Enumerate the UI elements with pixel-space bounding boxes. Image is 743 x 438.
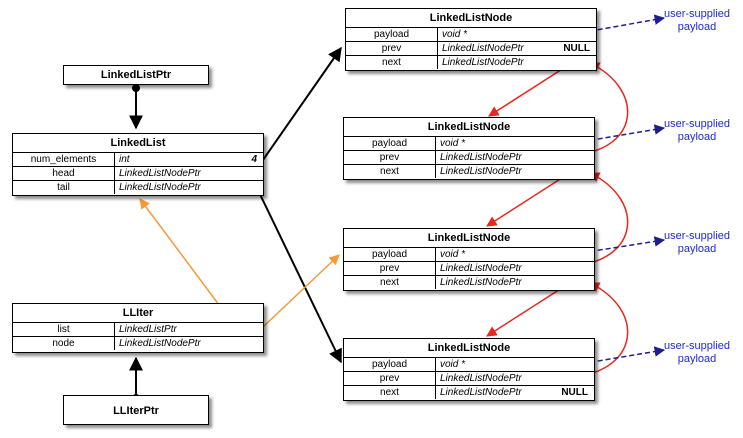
next-arrow <box>486 175 566 227</box>
field-row-prev: prev LinkedListNodePtr <box>344 150 594 164</box>
field-row-next: next LinkedListNodePtr <box>346 55 596 69</box>
field-name: num_elements <box>13 153 115 166</box>
linked-list-ptr-box: LinkedListPtr <box>63 65 209 85</box>
payload-label: user-supplied payload <box>663 8 731 33</box>
field-name: payload <box>344 358 436 371</box>
pointer-dot <box>132 84 140 92</box>
lliter-box: LLIter list LinkedListPtr node LinkedLis… <box>12 303 264 353</box>
field-type: LinkedListNodePtr <box>440 373 522 384</box>
field-row-payload: payload void * <box>344 247 594 261</box>
field-type: void * <box>440 359 466 370</box>
field-row-head: head LinkedListNodePtr <box>13 166 263 180</box>
next-arrow <box>488 65 568 117</box>
box-title: LinkedListNode <box>427 342 511 354</box>
field-type: LinkedListNodePtr <box>440 263 522 274</box>
payload-label: user-supplied payload <box>663 340 731 365</box>
field-name: next <box>344 386 436 399</box>
field-name: prev <box>344 151 436 164</box>
field-type: void * <box>442 29 468 40</box>
field-row-next: next LinkedListNodePtr <box>344 275 594 289</box>
field-value: 4 <box>251 154 257 165</box>
box-title: LinkedListNode <box>427 232 511 244</box>
field-row-node: node LinkedListNodePtr <box>13 336 263 350</box>
field-type: LinkedListPtr <box>119 324 177 335</box>
field-name: next <box>346 56 438 69</box>
field-name: prev <box>344 262 436 275</box>
null-value: NULL <box>561 387 588 398</box>
payload-arrow <box>573 346 666 366</box>
box-title: LLIter <box>122 307 154 319</box>
field-type: LinkedListNodePtr <box>119 338 201 349</box>
box-title: LLIterPtr <box>113 405 159 417</box>
field-name: next <box>344 276 436 289</box>
field-type: LinkedListNodePtr <box>440 152 522 163</box>
field-row-list: list LinkedListPtr <box>13 322 263 336</box>
field-name: payload <box>344 137 436 150</box>
lliter-ptr-box: LLIterPtr <box>63 395 209 425</box>
field-type: void * <box>440 249 466 260</box>
field-name: head <box>13 167 115 180</box>
box-title: LinkedListNode <box>429 12 513 24</box>
field-name: tail <box>13 181 115 194</box>
field-type: LinkedListNodePtr <box>440 277 522 288</box>
payload-label: user-supplied payload <box>663 230 731 255</box>
field-name: prev <box>344 372 436 385</box>
field-name: list <box>13 323 115 336</box>
next-arrow <box>486 285 566 337</box>
field-type: LinkedListNodePtr <box>119 168 201 179</box>
field-row-payload: payload void * <box>346 27 596 41</box>
field-name: next <box>344 165 436 178</box>
field-name: payload <box>346 28 438 41</box>
tail-arrow <box>255 185 342 364</box>
payload-arrow <box>573 236 666 255</box>
box-title: LinkedListPtr <box>100 69 172 81</box>
null-value: NULL <box>563 43 590 54</box>
field-row-prev: prev LinkedListNodePtr <box>344 371 594 385</box>
field-row-prev: prev LinkedListNodePtr <box>344 261 594 275</box>
payload-label: user-supplied payload <box>663 118 731 143</box>
head-arrow <box>255 46 342 171</box>
field-row-payload: payload void * <box>344 136 594 150</box>
field-row-next: next LinkedListNodePtr <box>344 164 594 178</box>
field-type: void * <box>440 138 466 149</box>
field-row-payload: payload void * <box>344 357 594 371</box>
payload-arrow <box>573 124 666 144</box>
field-name: payload <box>344 248 436 261</box>
field-type: LinkedListNodePtr <box>442 57 524 68</box>
box-title: LinkedList <box>110 137 166 149</box>
field-type: LinkedListNodePtr <box>119 182 201 193</box>
field-type: LinkedListNodePtr <box>440 166 522 177</box>
field-row-tail: tail LinkedListNodePtr <box>13 180 263 194</box>
field-name: node <box>13 337 115 350</box>
field-name: prev <box>346 42 438 55</box>
payload-arrow <box>573 14 666 35</box>
box-title: LinkedListNode <box>427 121 511 133</box>
